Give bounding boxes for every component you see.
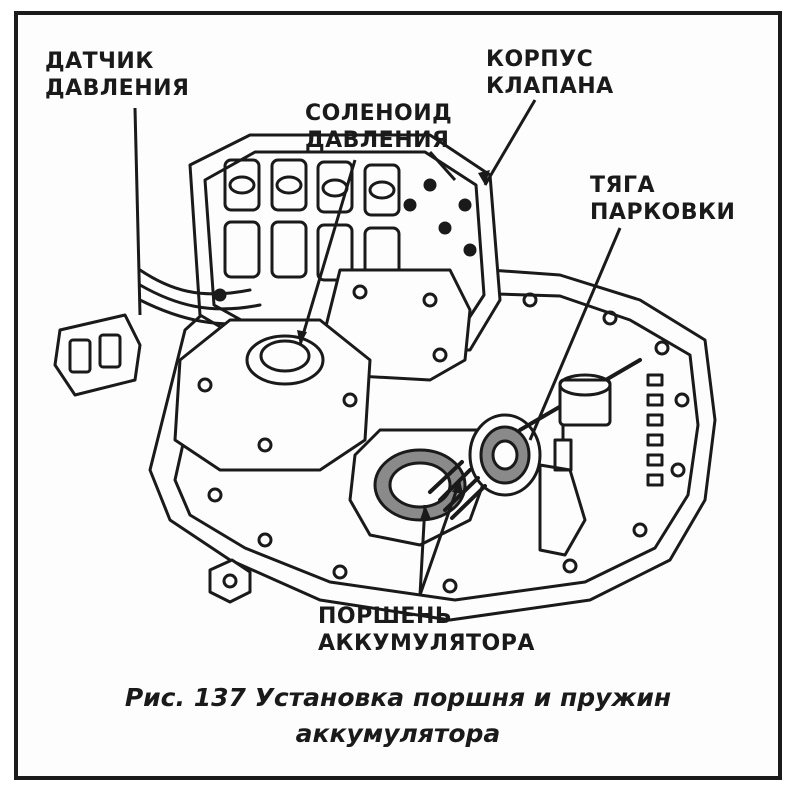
servo-cover [558, 373, 612, 427]
leader-piston-2 [418, 479, 462, 596]
leader-lines [133, 99, 622, 596]
leader-valve-body [483, 99, 537, 186]
caption-line-1: Рис. 137 Установка поршня и пружин [124, 683, 672, 712]
label-line: ТЯГА [590, 173, 655, 198]
leader-pressure-sensor [133, 107, 142, 316]
drain-bolt [208, 558, 252, 604]
label-line: АККУМУЛЯТОРА [318, 631, 535, 656]
figure-caption: Рис. 137 Установка поршня и пружин аккум… [14, 680, 782, 752]
label-line: ДАТЧИК [45, 49, 154, 74]
leader-solenoid [298, 159, 357, 346]
pressure-solenoid [173, 318, 372, 472]
leader-solenoid-2 [428, 151, 457, 181]
spool-valves [223, 158, 401, 285]
label-park-rod: ТЯГА ПАРКОВКИ [590, 172, 735, 226]
label-accumulator-piston: ПОРШЕНЬ АККУМУЛЯТОРА [318, 603, 535, 657]
label-valve-body: КОРПУС КЛАПАНА [486, 46, 614, 100]
label-line: КЛАПАНА [486, 74, 614, 99]
accumulator-piston [428, 413, 542, 520]
label-line: ПАРКОВКИ [590, 200, 736, 225]
label-line: ПОРШЕНЬ [318, 604, 453, 629]
label-line: ДАВЛЕНИЯ [305, 128, 450, 153]
label-line: КОРПУС [486, 47, 594, 72]
label-line: СОЛЕНОИД [305, 101, 453, 126]
leader-piston-1 [418, 504, 427, 596]
label-line: ДАВЛЕНИЯ [45, 76, 190, 101]
leader-park-rod [528, 227, 622, 441]
case-slots [646, 373, 664, 487]
label-pressure-solenoid: СОЛЕНОИД ДАВЛЕНИЯ [305, 100, 452, 154]
label-pressure-sensor: ДАТЧИК ДАВЛЕНИЯ [45, 48, 189, 102]
caption-line-2: аккумулятора [295, 719, 501, 748]
